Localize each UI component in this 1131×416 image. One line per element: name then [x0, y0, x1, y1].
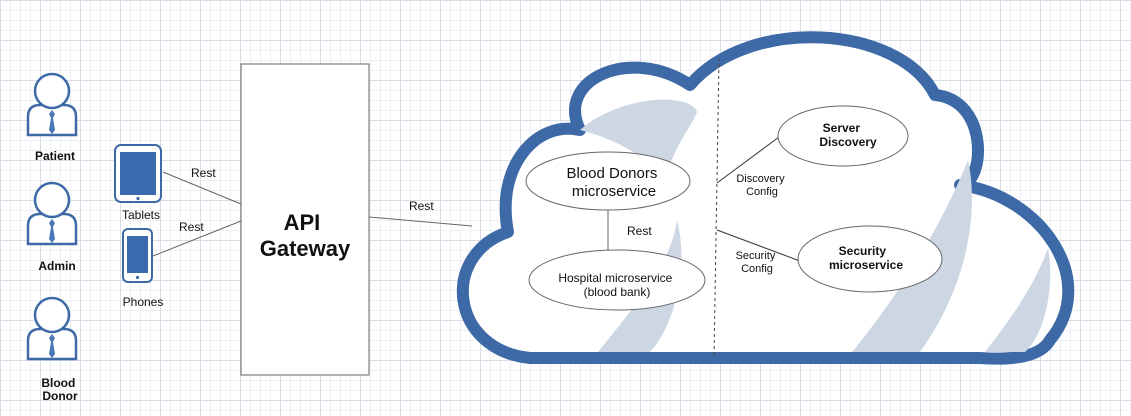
- discovery-edge-label: Discovery Config: [736, 173, 787, 198]
- cloud-shade-2: [598, 220, 682, 352]
- security-service-label: Security microservice: [829, 244, 903, 272]
- phones-label: Phones: [123, 295, 164, 309]
- blood-donors-service: [525, 151, 691, 211]
- phones-gateway-edge: [152, 220, 242, 257]
- discovery-edge: [716, 136, 780, 184]
- security-service: [797, 225, 943, 293]
- phone-icon: [122, 228, 153, 283]
- blood-hospital-edge-label: Rest: [627, 224, 652, 238]
- phones-gateway-edge-label: Rest: [179, 220, 204, 234]
- hospital-service: [528, 249, 706, 311]
- security-edge: [716, 229, 801, 262]
- server-discovery-service-label: Server Discovery: [819, 121, 877, 149]
- blood-donor-label: Blood Donor: [41, 376, 78, 403]
- cloud-shade-1: [580, 99, 697, 180]
- blood-donor-user-icon: [26, 296, 78, 361]
- tablets-gateway-edge: [162, 171, 242, 205]
- api-gateway-box: [240, 63, 370, 376]
- api-gateway-label: API Gateway: [260, 210, 351, 261]
- cloud-divider: [713, 57, 720, 359]
- hospital-service-label: Hospital microservice (blood bank): [558, 271, 675, 299]
- blood-donors-service-label: Blood Donors microservice: [566, 165, 661, 200]
- gateway-cloud-edge: [368, 216, 473, 227]
- security-edge-label: Security Config: [736, 250, 779, 275]
- server-discovery-service: [777, 105, 909, 167]
- patient-label: Patient: [35, 149, 75, 163]
- admin-label: Admin: [38, 259, 75, 273]
- tablets-gateway-edge-label: Rest: [191, 166, 216, 180]
- admin-user-icon: [26, 181, 78, 246]
- cloud-shade-4: [985, 248, 1051, 352]
- tablet-icon: [114, 144, 162, 203]
- tablets-label: Tablets: [122, 208, 160, 222]
- patient-user-icon: [26, 72, 78, 137]
- cloud-shade-3: [852, 160, 972, 352]
- gateway-cloud-edge-label: Rest: [409, 199, 434, 213]
